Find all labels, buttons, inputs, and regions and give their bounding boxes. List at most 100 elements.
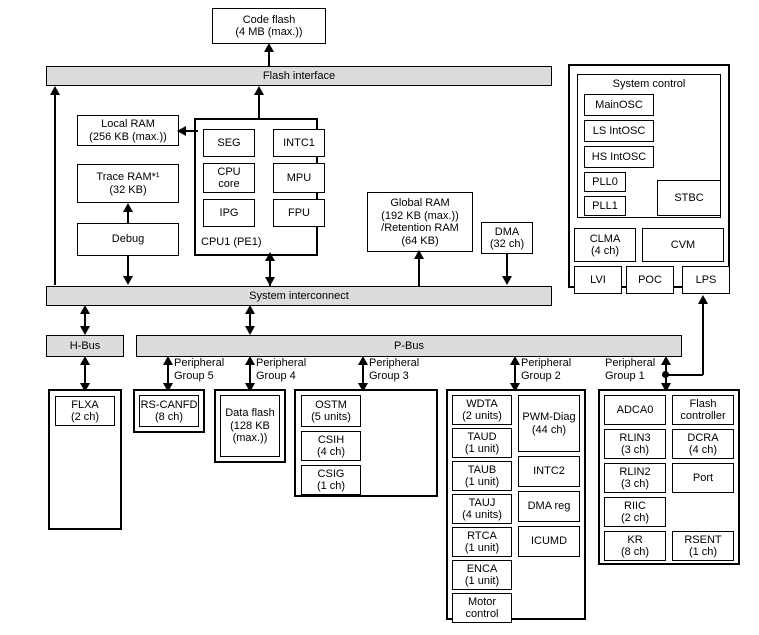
- peripheral-rs-canfd: RS-CANFD (8 ch): [139, 395, 199, 427]
- sysctrl-poc: POC: [626, 266, 674, 294]
- global-ram-block: Global RAM (192 KB (max.)) /Retention RA…: [367, 192, 473, 252]
- connector-pbus-group5: [167, 359, 169, 389]
- cpu1-unit-seg: SEG: [203, 129, 255, 157]
- peripheral-port: Port: [672, 463, 734, 493]
- connector-debug-traceram: [127, 212, 129, 224]
- connector-cpu1-interconnect: [269, 256, 271, 286]
- arrowhead-down-hbus: [80, 326, 90, 335]
- connector-cpu1-flashif: [258, 95, 260, 118]
- peripheral-riic: RIIC (2 ch): [604, 497, 666, 527]
- peripheral-csih: CSIH (4 ch): [301, 431, 361, 461]
- peripheral-tauj: TAUJ (4 units): [452, 494, 512, 524]
- arrowhead-up-traceram: [123, 203, 133, 212]
- peripheral-enca: ENCA (1 unit): [452, 560, 512, 590]
- arrowhead-up-group3: [358, 356, 368, 365]
- peripheral-ostm: OSTM (5 units): [301, 395, 361, 427]
- connector-pbus-group4: [249, 359, 251, 389]
- peripheral-group-1-label: Peripheral Group 1: [605, 357, 656, 382]
- connector-debug-interconnect: [127, 256, 129, 277]
- dma-block: DMA (32 ch): [481, 222, 533, 254]
- connector-interconnect-flashif: [54, 95, 56, 285]
- sysctrl-mainosc: MainOSC: [584, 94, 654, 116]
- connector-cpu1-localram: [186, 130, 198, 132]
- peripheral-csig: CSIG (1 ch): [301, 465, 361, 495]
- arrowhead-up-cpu1-interconnect: [265, 252, 275, 261]
- peripheral-group-4-label: Peripheral Group 4: [256, 357, 307, 382]
- peripheral-group-5-label: Peripheral Group 5: [174, 357, 225, 382]
- sysctrl-lps: LPS: [682, 266, 730, 294]
- peripheral-dcra: DCRA (4 ch): [672, 429, 734, 459]
- cpu1-unit-ipg: IPG: [203, 199, 255, 227]
- arrowhead-down-group5: [163, 383, 173, 392]
- connector-interconnect-hbus: [84, 308, 86, 332]
- connector-pbus-group2: [514, 359, 516, 389]
- cpu1-unit-cpu-core: CPU core: [203, 163, 255, 193]
- peripheral-group-2-label: Peripheral Group 2: [521, 357, 572, 382]
- cpu1-unit-intc1: INTC1: [273, 129, 325, 157]
- system-interconnect-bar: System interconnect: [46, 286, 552, 306]
- arrowhead-down-flxa: [80, 383, 90, 392]
- arrowhead-left-localram: [177, 126, 186, 136]
- trace-ram-block: Trace RAM*¹ (32 KB): [77, 164, 179, 203]
- arrowhead-down-group1: [661, 383, 671, 392]
- connector-hbus-flxa: [84, 359, 86, 389]
- connector-dma-interconnect: [506, 254, 508, 276]
- arrowhead-down-interconnect-debug: [123, 276, 133, 285]
- system-control-title: System control: [612, 78, 686, 90]
- arrowhead-down-cpu1-interconnect: [265, 277, 275, 286]
- arrowhead-up-hbus-flxa: [80, 356, 90, 365]
- arrowhead-up-flashif-left: [50, 86, 60, 95]
- connector-group1-sysctrl-v: [702, 304, 704, 375]
- sysctrl-lvi: LVI: [574, 266, 622, 294]
- connector-pbus-group3: [362, 359, 364, 389]
- peripheral-data-flash: Data flash (128 KB (max.)): [220, 395, 280, 457]
- arrowhead-up-interconnect-hbus: [80, 305, 90, 314]
- sysctrl-pll0: PLL0: [584, 172, 626, 192]
- arrowhead-up-group1: [661, 356, 671, 365]
- peripheral-rlin3: RLIN3 (3 ch): [604, 429, 666, 459]
- flash-interface-bar: Flash interface: [46, 66, 552, 86]
- peripheral-pwm-diag: PWM-Diag (44 ch): [518, 395, 580, 452]
- arrowhead-up-sysctrl-group1: [698, 295, 708, 304]
- connector-interconnect-globalram: [418, 258, 420, 286]
- peripheral-taub: TAUB (1 unit): [452, 461, 512, 491]
- sysctrl-pll1: PLL1: [584, 196, 626, 216]
- arrowhead-up-codeflash: [264, 43, 274, 52]
- peripheral-motor-control: Motor control: [452, 593, 512, 623]
- peripheral-rsent: RSENT (1 ch): [672, 531, 734, 561]
- peripheral-rlin2: RLIN2 (3 ch): [604, 463, 666, 493]
- arrowhead-up-interconnect-pbus: [245, 305, 255, 314]
- arrowhead-down-interconnect-dma: [502, 276, 512, 285]
- cpu1-unit-mpu: MPU: [273, 163, 325, 193]
- sysctrl-stbc: STBC: [657, 180, 721, 216]
- peripheral-wdta: WDTA (2 units): [452, 395, 512, 425]
- peripheral-taud: TAUD (1 unit): [452, 428, 512, 458]
- connector-interconnect-pbus: [249, 308, 251, 332]
- peripheral-adca0: ADCA0: [604, 395, 666, 425]
- peripheral-dma-reg: DMA reg: [518, 491, 580, 522]
- local-ram-block: Local RAM (256 KB (max.)): [77, 115, 179, 146]
- arrowhead-up-flashif-cpu1: [254, 86, 264, 95]
- sysctrl-hs-intosc: HS IntOSC: [584, 146, 654, 168]
- cpu1-label: CPU1 (PE1): [201, 236, 262, 248]
- arrowhead-down-group4: [245, 383, 255, 392]
- arrowhead-down-pbus: [245, 326, 255, 335]
- arrowhead-up-group4: [245, 356, 255, 365]
- debug-block: Debug: [77, 223, 179, 256]
- code-flash-block: Code flash (4 MB (max.)): [212, 8, 326, 44]
- connector-group1-branch-h: [665, 374, 703, 376]
- sysctrl-ls-intosc: LS IntOSC: [584, 120, 654, 142]
- sysctrl-cvm: CVM: [642, 228, 724, 262]
- arrowhead-up-group5: [163, 356, 173, 365]
- arrowhead-up-globalram: [414, 250, 424, 259]
- arrowhead-up-group2: [510, 356, 520, 365]
- peripheral-rtca: RTCA (1 unit): [452, 527, 512, 557]
- peripheral-intc2: INTC2: [518, 456, 580, 487]
- cpu1-unit-fpu: FPU: [273, 199, 325, 227]
- arrowhead-down-group2: [510, 383, 520, 392]
- peripheral-group-3-label: Peripheral Group 3: [369, 357, 420, 382]
- peripheral-flxa: FLXA (2 ch): [55, 396, 115, 426]
- p-bus-bar: P-Bus: [136, 335, 682, 357]
- peripheral-kr: KR (8 ch): [604, 531, 666, 561]
